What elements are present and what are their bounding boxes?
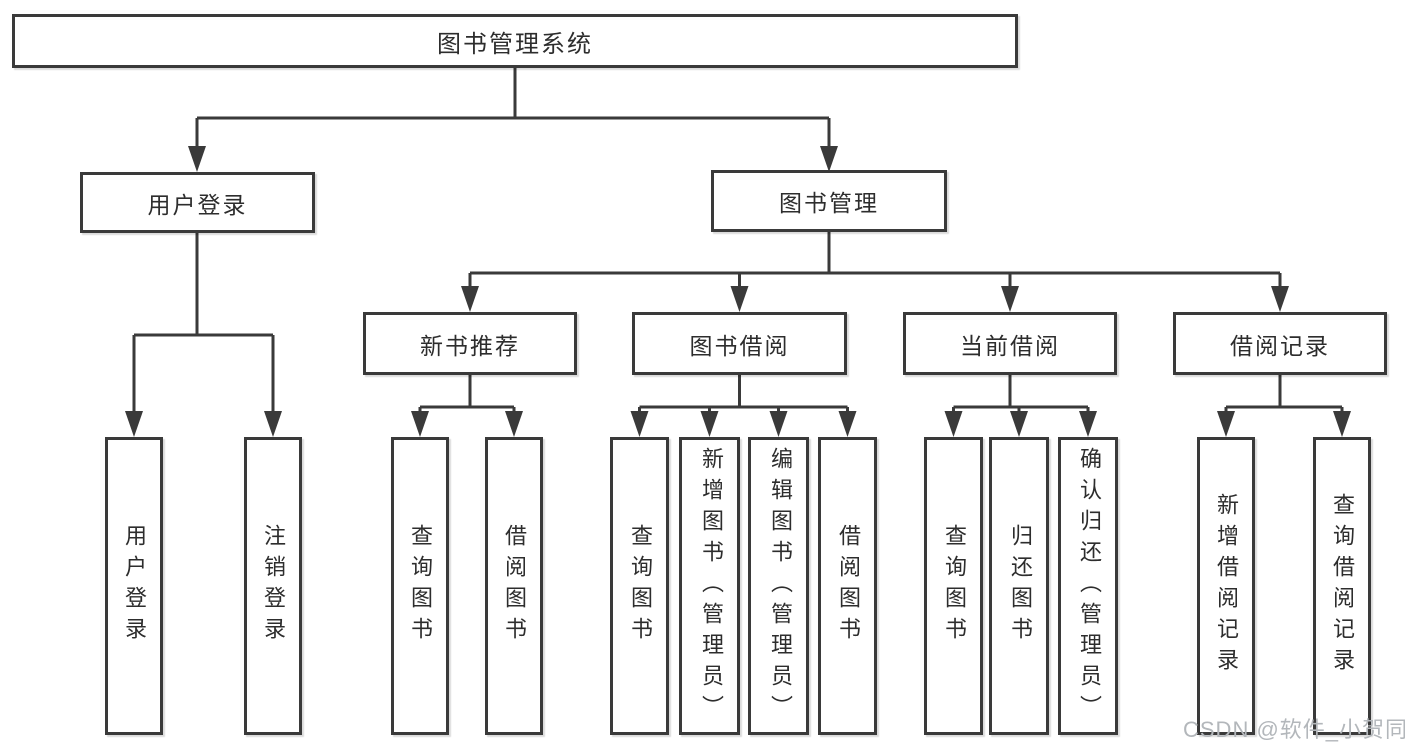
leaf-logout: 注销登录: [244, 437, 302, 735]
csdn-watermark: CSDN @软件_小贺同学: [1183, 717, 1405, 742]
connector-book-borrowing-children: [638, 375, 849, 418]
connector-new-book-rec-children: [418, 375, 516, 418]
leaf-br-query-record: 查询借阅记录: [1313, 437, 1371, 735]
node-current-borrowing: 当前借阅: [903, 312, 1117, 375]
leaf-rec-borrow-books: 借阅图书: [485, 437, 543, 735]
connector-root-to-level1: [195, 68, 831, 153]
node-user-login: 用户登录: [80, 172, 315, 233]
leaf-cb-query-books: 查询图书: [924, 437, 983, 735]
leaf-bb-add-books-admin: 新增图书（管理员）: [679, 437, 740, 735]
node-new-book-recommend: 新书推荐: [363, 312, 577, 375]
connector-user-login-children: [132, 233, 275, 418]
leaf-br-add-record: 新增借阅记录: [1197, 437, 1255, 735]
node-book-borrowing: 图书借阅: [632, 312, 847, 375]
leaf-user-login: 用户登录: [105, 437, 163, 735]
leaf-cb-confirm-return-admin: 确认归还（管理员）: [1058, 437, 1118, 735]
leaf-bb-borrow-books: 借阅图书: [818, 437, 877, 735]
connector-current-borrowing-children: [952, 375, 1090, 418]
node-borrowing-records: 借阅记录: [1173, 312, 1387, 375]
node-book-management: 图书管理: [711, 170, 947, 232]
node-root-system: 图书管理系统: [12, 14, 1018, 68]
leaf-bb-edit-books-admin: 编辑图书（管理员）: [748, 437, 809, 735]
leaf-rec-query-books: 查询图书: [391, 437, 449, 735]
connector-book-mgmt-children: [468, 232, 1282, 294]
connector-borrowing-records-children: [1224, 375, 1344, 418]
leaf-cb-return-books: 归还图书: [989, 437, 1049, 735]
leaf-bb-query-books: 查询图书: [610, 437, 669, 735]
